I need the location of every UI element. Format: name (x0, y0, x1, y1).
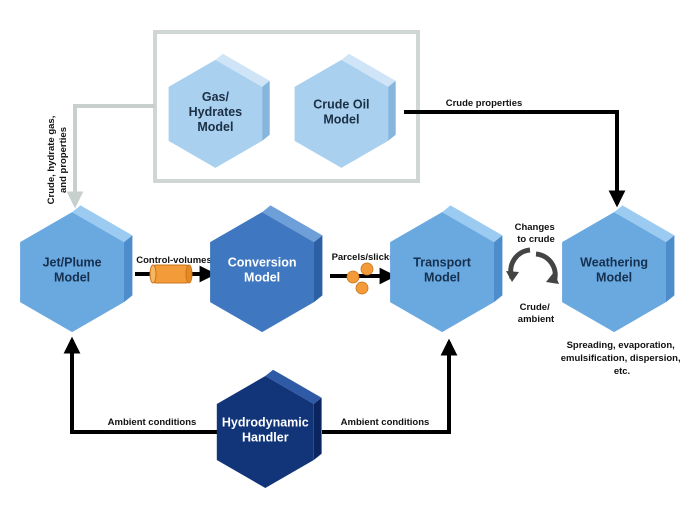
hexagon-top-face (265, 369, 322, 404)
hexagon-side-face (262, 80, 270, 141)
hexagon-top-face (442, 205, 503, 243)
svg-text:and properties: and properties (58, 127, 69, 193)
hexagon-front-face (390, 212, 494, 333)
svg-text:Crude, hydrate gas,: Crude, hydrate gas, (46, 116, 57, 205)
hexagon-top-face (72, 205, 133, 243)
hexagon-front-face (294, 59, 389, 168)
node-label-line: Handler (242, 431, 289, 445)
changes-to-crude-label: Changes to crude (515, 222, 558, 245)
crude-properties-arrow (404, 110, 626, 208)
weathering-processes-note: Spreading, evaporation, emulsification, … (561, 340, 683, 377)
crude-properties-label: Crude properties (446, 98, 523, 109)
ambient-arrow-to-jet-plume (63, 336, 218, 434)
node-label-line: Hydrates (189, 105, 243, 119)
hexagon-front-face (210, 212, 314, 333)
hexagon-front-face (562, 212, 666, 333)
control-volume-tube-icon (149, 264, 193, 284)
node-label-line: Model (596, 271, 632, 285)
node-label-line: Model (244, 271, 280, 285)
node-label-line: Model (323, 113, 359, 127)
node-label-line: Model (424, 271, 460, 285)
crude-ambient-label: Crude/ ambient (518, 302, 555, 325)
node-label-line: Weathering (580, 256, 648, 270)
feed-arrow-label: Crude, hydrate gas, and properties (46, 116, 69, 205)
hexagon-side-face (313, 397, 322, 460)
node-label-line: Conversion (228, 256, 297, 270)
hexagon-top-face (341, 53, 396, 87)
hexagon-front-face (168, 59, 263, 168)
ambient-left-label: Ambient conditions (108, 417, 197, 428)
hexagon-top-face (262, 205, 323, 243)
parcel-particles-icon (346, 262, 374, 295)
node-label-line: Transport (413, 256, 471, 270)
hexagon-top-face (215, 53, 270, 87)
hexagon-front-face (216, 376, 314, 488)
hexagon-side-face (388, 80, 396, 141)
node-label-line: Model (197, 120, 233, 134)
hexagon-front-face (20, 212, 125, 333)
node-label-line: Jet/Plume (43, 256, 102, 270)
hexagon-side-face (666, 235, 675, 303)
node-label-line: Hydrodynamic (222, 416, 309, 430)
hexagon-side-face (124, 235, 133, 303)
hexagon-side-face (494, 235, 503, 303)
node-label-line: Model (54, 271, 90, 285)
ambient-arrow-to-transport (322, 338, 458, 434)
hexagon-side-face (314, 235, 323, 303)
feed-arrow-to-jet-plume (66, 104, 155, 209)
parcels-slicks-label: Parcels/slicks (332, 252, 395, 263)
control-volumes-label: Control-volumes (136, 255, 211, 266)
exchange-cycle-icon (506, 247, 559, 284)
node-label-line: Gas/ (202, 90, 230, 104)
ambient-right-label: Ambient conditions (341, 417, 430, 428)
hexagon-top-face (614, 205, 675, 243)
node-label-line: Crude Oil (313, 98, 369, 112)
